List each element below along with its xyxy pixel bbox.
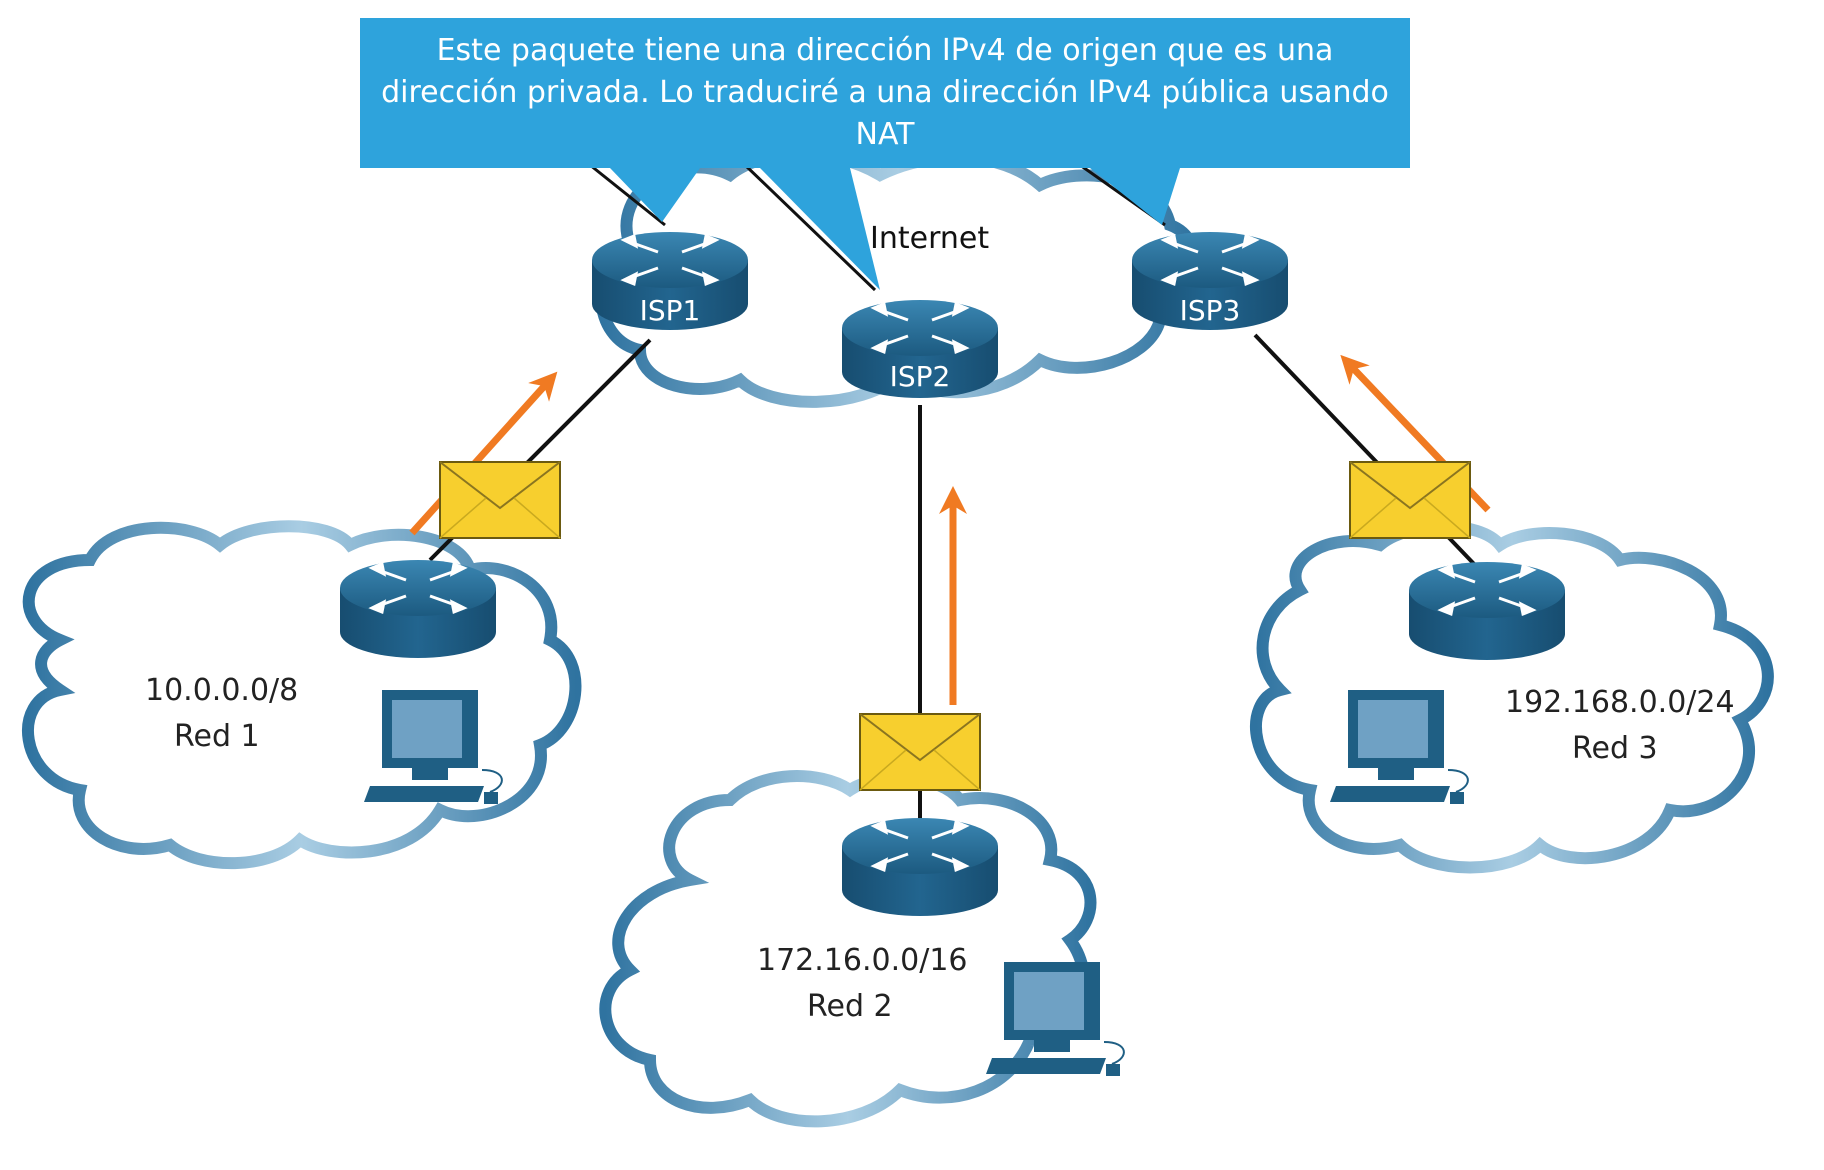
computer-red2 [985,961,1125,1077]
router-label-isp1: ISP1 [640,294,701,327]
red2-prefix: 172.16.0.0/16 [757,943,968,978]
callout-pointer-isp1 [589,163,666,227]
red3-name: Red 3 [1572,731,1658,766]
packet-envelope-red2 [859,713,981,791]
callout-tail-2 [760,168,880,290]
red3-prefix: 192.168.0.0/24 [1505,685,1735,720]
red3-cloud [1250,520,1774,874]
callout-tail-3 [1090,168,1180,225]
red1-prefix: 10.0.0.0/8 [145,673,298,708]
red2-name: Red 2 [807,989,893,1024]
router-red3 [1407,560,1567,662]
router-red2 [840,816,1000,918]
router-label-isp2: ISP2 [890,360,951,393]
callout-text: Este paquete tiene una dirección IPv4 de… [381,33,1389,152]
callout-tail-1 [610,168,700,222]
red1-name: Red 1 [174,719,260,754]
router-label-isp3: ISP3 [1180,294,1241,327]
callout-box [360,18,1410,168]
packet-envelope-red1 [439,461,561,539]
red1-cloud [22,520,582,870]
router-red1 [338,558,498,660]
callout-pointer-isp2 [743,163,877,292]
packet-envelope-red3 [1349,461,1471,539]
packet-arrow-red1 [409,371,558,536]
internet-label: Internet [870,221,989,256]
